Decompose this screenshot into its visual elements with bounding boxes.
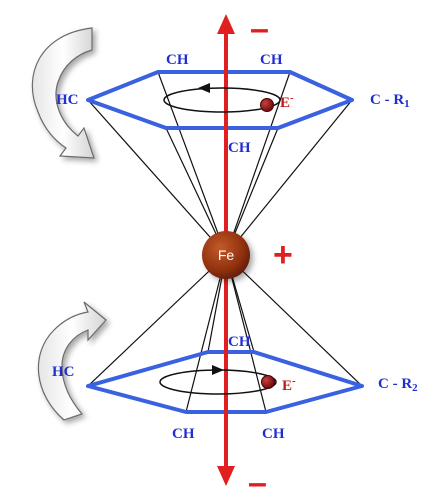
iron-symbol: Fe — [218, 247, 235, 263]
bottom-electron-label: E- — [282, 375, 296, 394]
rotation-loop-icon — [163, 87, 281, 113]
bottom-ch-left-label: CH — [172, 426, 195, 442]
bottom-substituent-label: C - R2 — [378, 376, 418, 394]
top-substituent-label: C - R1 — [370, 92, 410, 110]
bottom-hc-label: HC — [52, 364, 75, 380]
curved-arrow-top-icon — [31, 27, 95, 159]
electron-top — [260, 98, 274, 112]
loop-arrowhead-bottom-icon — [212, 365, 224, 375]
bottom-ch-right-label: CH — [262, 426, 285, 442]
top-cyclopentadienyl-ring — [86, 70, 354, 130]
bottom-negative-charge: – — [248, 464, 267, 500]
bottom-ch-top-label: CH — [228, 334, 251, 350]
top-hc-label: HC — [56, 92, 79, 108]
top-negative-charge: – — [250, 10, 269, 48]
axis-arrow-up-icon — [217, 14, 235, 34]
bottom-cyclopentadienyl-ring — [86, 350, 364, 414]
top-ch-left-label: CH — [166, 52, 189, 68]
loop-arrowhead-top-icon — [198, 83, 210, 93]
top-ch-bottom-label: CH — [228, 140, 251, 156]
electron-bottom — [261, 375, 275, 389]
top-ch-right-label: CH — [260, 52, 283, 68]
curved-arrow-bottom-icon — [37, 301, 107, 421]
iron-atom — [202, 231, 250, 279]
top-electron-label: E- — [280, 92, 294, 111]
axis-arrow-down-icon — [217, 466, 235, 486]
iron-positive-charge: + — [273, 236, 293, 274]
